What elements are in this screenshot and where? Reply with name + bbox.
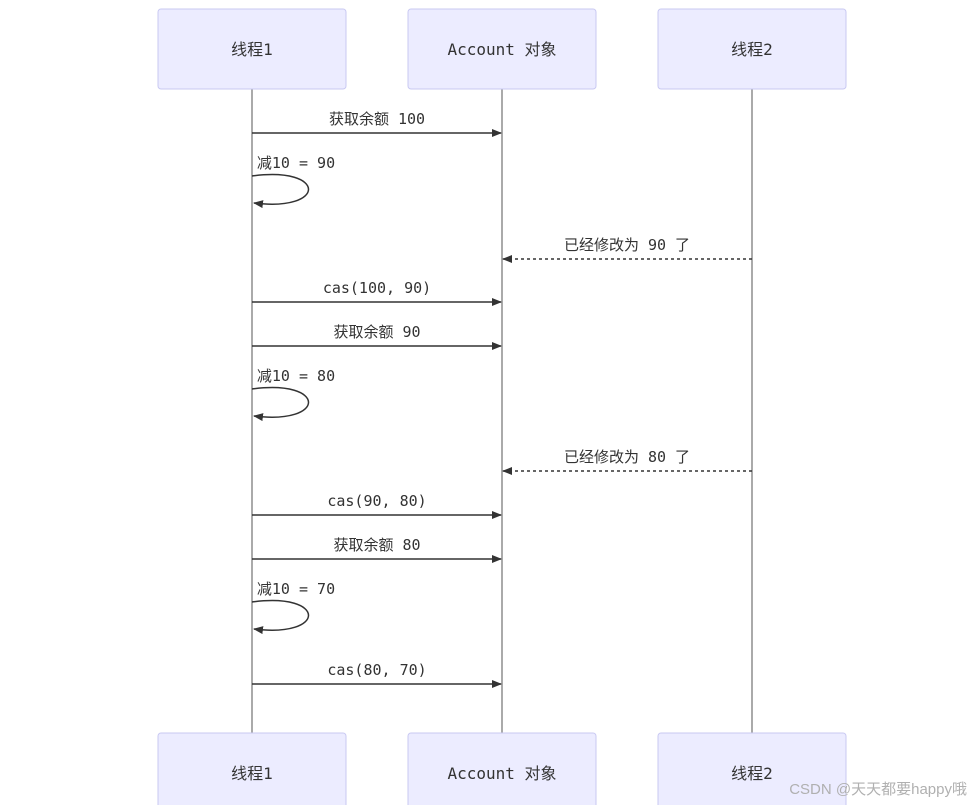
self-message-label-1: 减10 = 90 — [257, 154, 335, 172]
actor-label-bottom-t2: 线程2 — [731, 764, 773, 783]
message-label-4: 获取余额 90 — [333, 323, 420, 341]
message-label-3: cas(100, 90) — [323, 279, 431, 297]
message-label-2: 已经修改为 90 了 — [564, 236, 690, 254]
actor-box-top-acc — [407, 8, 597, 90]
actor-box-bottom-acc — [407, 732, 597, 805]
watermark-text: CSDN @天天都要happy哦 — [789, 781, 967, 798]
message-label-0: 获取余额 100 — [329, 110, 425, 128]
self-message-arrow-9 — [251, 599, 310, 635]
actor-label-top-acc: Account 对象 — [447, 40, 556, 59]
actor-box-top-t1 — [157, 8, 347, 90]
actor-box-top-t2 — [657, 8, 847, 90]
actor-label-bottom-t1: 线程1 — [231, 764, 273, 783]
actor-box-bottom-t1 — [157, 732, 347, 805]
self-message-label-5: 减10 = 80 — [257, 367, 335, 385]
actor-label-bottom-acc: Account 对象 — [447, 764, 556, 783]
actor-label-top-t2: 线程2 — [731, 40, 773, 59]
actor-box-bottom-t2 — [657, 732, 847, 805]
self-message-arrow-5 — [251, 386, 310, 422]
self-message-arrow-1 — [251, 173, 310, 209]
message-label-8: 获取余额 80 — [333, 536, 420, 554]
message-label-7: cas(90, 80) — [327, 492, 426, 510]
self-message-label-9: 减10 = 70 — [257, 580, 335, 598]
actor-label-top-t1: 线程1 — [231, 40, 273, 59]
message-label-6: 已经修改为 80 了 — [564, 448, 690, 466]
message-label-10: cas(80, 70) — [327, 661, 426, 679]
